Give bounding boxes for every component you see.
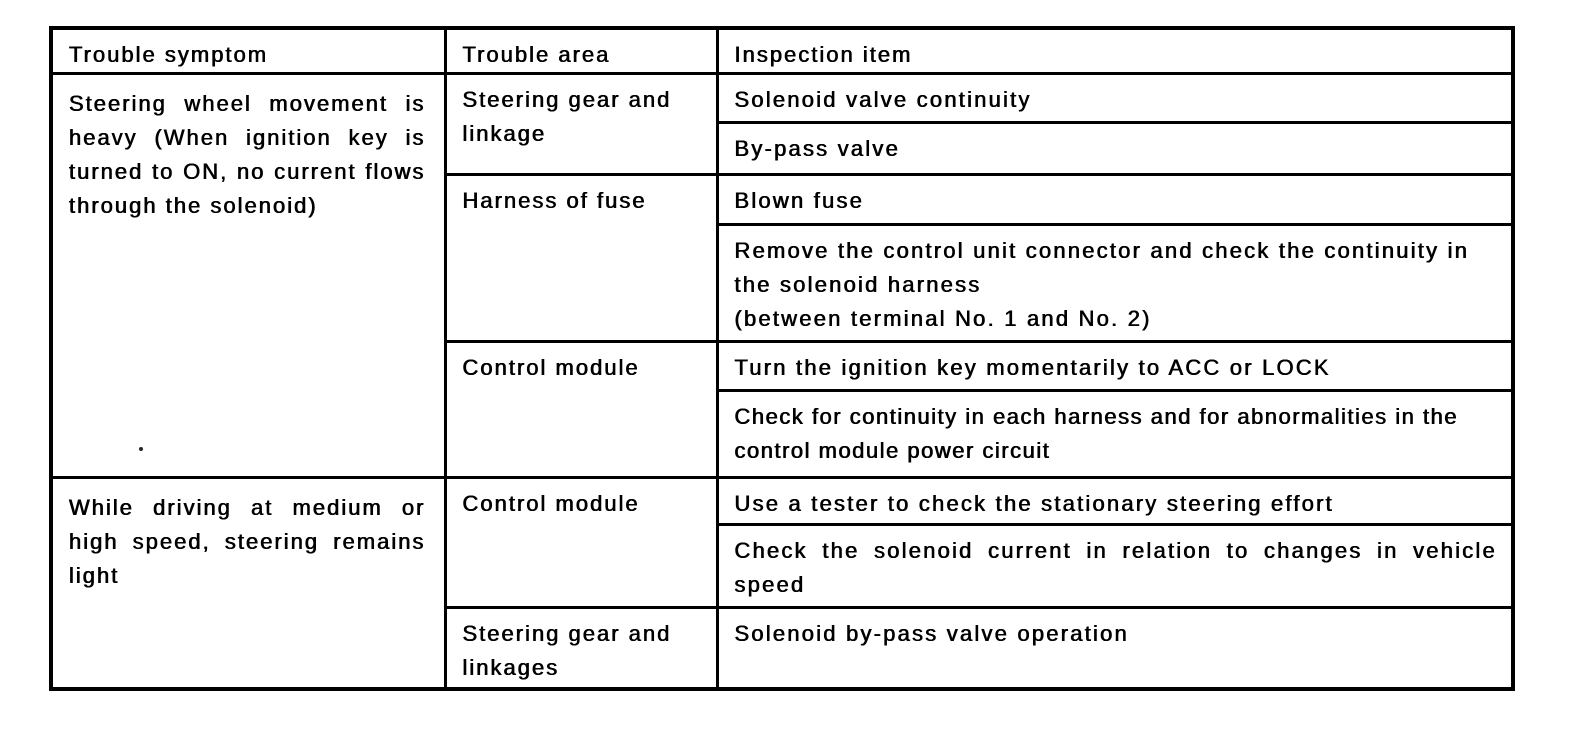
item-cell-check-continuity-harness: Check for continuity in each harness and… [715, 389, 1515, 479]
table-row: Steering wheel movement is heavy (When i… [49, 72, 1515, 479]
table-row: Check for continuity in each harness and… [51, 389, 1515, 479]
item-cell-solenoid-valve-continuity: Solenoid valve continuity [715, 72, 1515, 124]
troubleshooting-table: Trouble symptom Trouble area Inspection … [49, 26, 1515, 691]
item-cell-bypass-valve: By-pass valve [715, 121, 1515, 176]
area-cell-control-module-2: Control module [443, 476, 719, 609]
header-row: Trouble symptom Trouble area Inspection … [49, 26, 1515, 75]
table-row: Control module Turn the ignition key mom… [51, 340, 1515, 479]
table-row: Harness of fuse Blown fuse [51, 173, 1515, 343]
item-cell-solenoid-bypass-valve-operation: Solenoid by-pass valve operation [715, 606, 1515, 690]
item-cell-check-solenoid-current: Check the solenoid current in relation t… [715, 523, 1515, 609]
col-header-inspection-item: Inspection item [715, 26, 1515, 75]
table-row: Remove the control unit connector and ch… [51, 223, 1515, 343]
area-cell-steering-gear-linkage: Steering gear and linkage [443, 72, 719, 176]
item-cell-blown-fuse: Blown fuse [715, 173, 1515, 226]
symptom-cell-steering-remains-light: While driving at medium or high speed, s… [49, 476, 447, 690]
col-header-trouble-area: Trouble area [443, 26, 719, 75]
col-header-trouble-symptom: Trouble symptom [49, 26, 447, 75]
table-row: By-pass valve [51, 121, 1515, 176]
item-cell-use-tester: Use a tester to check the stationary ste… [715, 476, 1515, 526]
item-cell-remove-control-unit-connector: Remove the control unit connector and ch… [715, 223, 1515, 343]
area-cell-control-module-1: Control module [443, 340, 719, 479]
scan-artifact-dot [139, 447, 143, 451]
table-row: Steering gear and linkages Solenoid by-p… [51, 606, 1515, 690]
area-cell-steering-gear-linkages: Steering gear and linkages [443, 606, 719, 690]
table-row: While driving at medium or high speed, s… [49, 476, 1515, 690]
symptom-cell-steering-heavy: Steering wheel movement is heavy (When i… [49, 72, 447, 479]
area-cell-harness-of-fuse: Harness of fuse [443, 173, 719, 343]
item-cell-turn-ignition-key: Turn the ignition key momentarily to ACC… [715, 340, 1515, 392]
table-row: Check the solenoid current in relation t… [51, 523, 1515, 609]
